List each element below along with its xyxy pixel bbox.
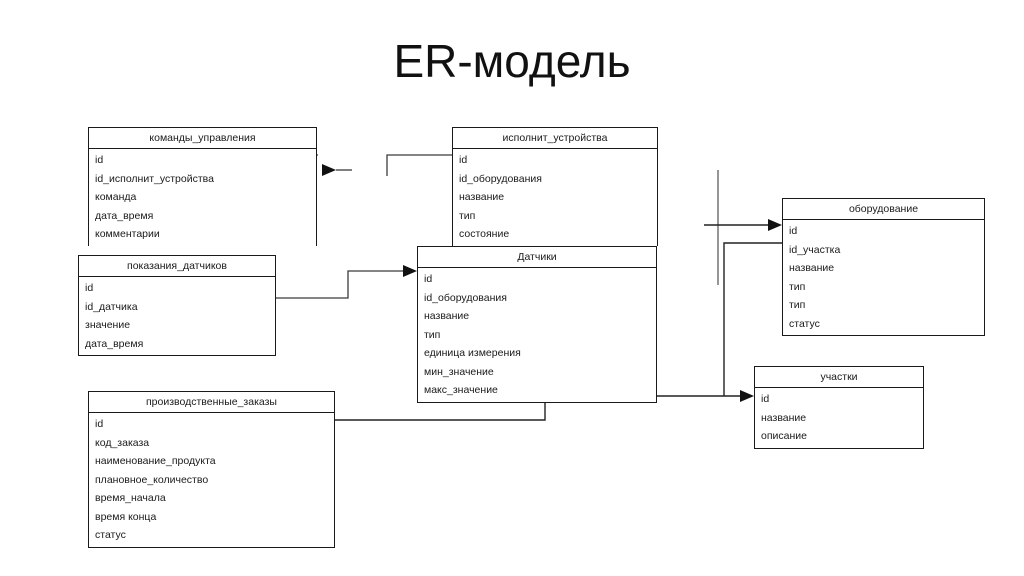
attribute-row: наименование_продукта bbox=[95, 455, 216, 467]
entity-title: команды_управления bbox=[89, 128, 316, 149]
attribute-row: комментарии bbox=[95, 228, 160, 240]
attribute-row: единица измерения bbox=[424, 347, 521, 359]
attribute-row: id bbox=[424, 273, 433, 285]
attribute-row: id bbox=[95, 154, 104, 166]
entity-title: показания_датчиков bbox=[79, 256, 275, 277]
attribute-row: id bbox=[459, 154, 468, 166]
attribute-row: команда bbox=[95, 191, 137, 203]
entity-attribute-list: id код_заказа наименование_продукта план… bbox=[89, 413, 334, 547]
attribute-row: id_датчика bbox=[85, 300, 138, 313]
attribute-row: id bbox=[95, 418, 104, 430]
attribute-row: статус bbox=[95, 529, 126, 541]
wire-oborudovanie-to-uchastki bbox=[723, 242, 782, 396]
entity-attribute-list: id id_участка название тип тип статус bbox=[783, 220, 984, 335]
entity-komandy-upravleniya[interactable]: команды_управления id id_исполнит_устрой… bbox=[88, 127, 317, 246]
attribute-row: код_заказа bbox=[95, 436, 150, 449]
entity-title: производственные_заказы bbox=[89, 392, 334, 413]
entity-attribute-list: id id_исполнит_устройства команда дата_в… bbox=[89, 149, 316, 246]
entity-title: исполнит_устройства bbox=[453, 128, 657, 149]
attribute-row: макс_значение bbox=[424, 384, 498, 396]
attribute-row: название bbox=[789, 262, 835, 274]
attribute-row: статус bbox=[789, 317, 820, 330]
attribute-row: id_оборудования bbox=[459, 172, 542, 185]
attribute-row: плановное_количество bbox=[95, 473, 209, 486]
attribute-row: id bbox=[761, 393, 770, 405]
attribute-row: тип bbox=[424, 328, 441, 341]
attribute-row: тип bbox=[789, 299, 806, 311]
entity-title: участки bbox=[755, 367, 923, 388]
attribute-row: id_исполнит_устройства bbox=[95, 172, 214, 185]
attribute-row: тип bbox=[459, 209, 476, 222]
attribute-row: состояние bbox=[459, 228, 510, 240]
attribute-row: id_участка bbox=[789, 243, 841, 256]
entity-proizvodstvennye-zakazy[interactable]: производственные_заказы id код_заказа на… bbox=[88, 391, 335, 548]
attribute-row: название bbox=[424, 310, 470, 322]
entity-title: оборудование bbox=[783, 199, 984, 220]
attribute-row: название bbox=[761, 411, 807, 424]
entity-pokazaniya-datchikov[interactable]: показания_датчиков id id_датчика значени… bbox=[78, 255, 276, 356]
attribute-row: описание bbox=[761, 430, 807, 442]
attribute-row: мин_значение bbox=[424, 365, 494, 378]
attribute-row: id bbox=[789, 225, 798, 237]
entity-oborudovanie[interactable]: оборудование id id_участка название тип … bbox=[782, 198, 985, 336]
attribute-row: время_начала bbox=[95, 492, 166, 504]
attribute-row: значение bbox=[85, 319, 131, 331]
attribute-row: дата_время bbox=[85, 337, 144, 350]
entity-attribute-list: id название описание bbox=[755, 388, 923, 448]
attribute-row: id_оборудования bbox=[424, 291, 507, 304]
page-title: ER-модель bbox=[393, 35, 631, 87]
entity-datchiki[interactable]: Датчики id id_оборудования название тип … bbox=[417, 246, 657, 403]
attribute-row: дата_время bbox=[95, 209, 154, 222]
entity-title: Датчики bbox=[418, 247, 656, 268]
entity-attribute-list: id id_датчика значение дата_время bbox=[79, 277, 275, 355]
attribute-row: тип bbox=[789, 280, 806, 293]
wire-ispolnit-to-oborudovanie bbox=[704, 170, 782, 285]
wire-pokazaniya-to-datchiki bbox=[276, 265, 417, 299]
attribute-row: id bbox=[85, 282, 94, 294]
entity-attribute-list: id id_оборудования название тип единица … bbox=[418, 268, 656, 402]
attribute-row: название bbox=[459, 191, 505, 203]
attribute-row: время конца bbox=[95, 510, 157, 523]
entity-attribute-list: id id_оборудования название тип состояни… bbox=[453, 149, 657, 246]
entity-ispolnit-ustroystva[interactable]: исполнит_устройства id id_оборудования н… bbox=[452, 127, 658, 246]
wire-zakazy-to-uchastki bbox=[335, 396, 546, 421]
entity-uchastki[interactable]: участки id название описание bbox=[754, 366, 924, 449]
